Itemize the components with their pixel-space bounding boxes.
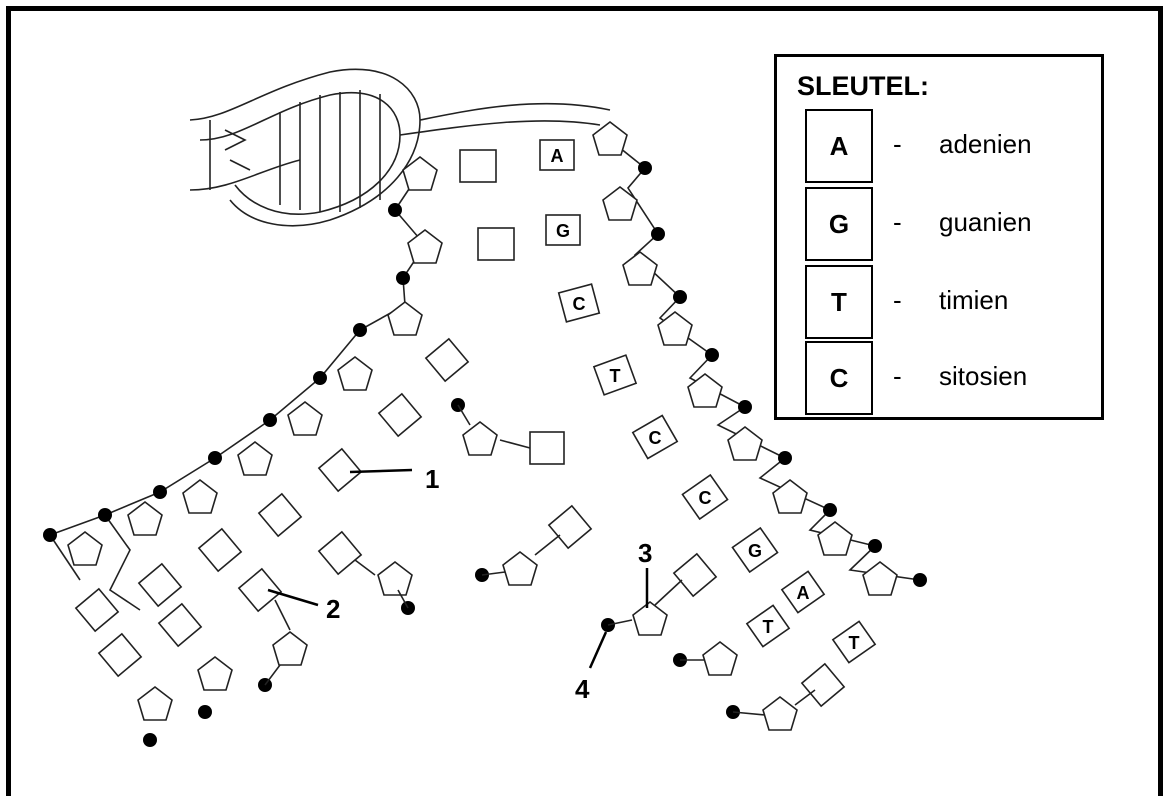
free-nucleotide-links (264, 404, 816, 716)
key-letter-box: G (805, 187, 873, 261)
key-base-name: sitosien (939, 361, 1028, 391)
base-g-2: G (731, 526, 779, 574)
svg-text:T: T (610, 366, 621, 386)
label-2: 2 (326, 594, 340, 624)
label-3: 3 (638, 538, 652, 568)
double-helix (189, 68, 611, 227)
base-t-1: T (592, 354, 638, 396)
base-c-1: C (557, 283, 601, 323)
key-letter-box: A (805, 109, 873, 183)
pointer-lines (267, 468, 649, 669)
key-dash: - (893, 285, 902, 315)
key-base-name: timien (939, 285, 1009, 315)
key-row-adenine: A - adenien (805, 109, 1095, 183)
key-base-name: adenien (939, 129, 1032, 159)
key-row-thymine: T - timien (805, 265, 1095, 339)
base-a-2: A (780, 570, 826, 614)
base-g-1: G (545, 214, 581, 246)
svg-text:T: T (849, 633, 860, 653)
svg-text:C: C (649, 428, 662, 448)
labeled-bases: A G C T C C G A T T (539, 139, 877, 664)
svg-text:C: C (573, 294, 586, 314)
svg-text:T: T (763, 617, 774, 637)
base-c-3: C (681, 473, 729, 521)
svg-text:G: G (748, 541, 762, 561)
svg-text:A: A (797, 583, 810, 603)
key-dash: - (893, 207, 902, 237)
key-dash: - (893, 361, 902, 391)
key-legend: SLEUTEL: A - adenien G - guanien T - tim… (774, 54, 1104, 420)
svg-text:A: A (551, 146, 564, 166)
base-a-1: A (539, 139, 575, 171)
base-c-2: C (631, 414, 679, 460)
key-letter-box: T (805, 265, 873, 339)
label-1: 1 (425, 464, 439, 494)
base-t-2: T (745, 604, 791, 648)
key-title: SLEUTEL: (797, 71, 929, 101)
unlabeled-bases (74, 149, 846, 708)
phosphate-dots (43, 161, 927, 747)
key-row-guanine: G - guanien (805, 187, 1095, 261)
key-letter-box: C (805, 341, 873, 415)
svg-text:G: G (556, 221, 570, 241)
svg-text:C: C (699, 488, 712, 508)
label-4: 4 (575, 674, 590, 704)
key-dash: - (893, 129, 902, 159)
key-row-cytosine: C - sitosien (805, 341, 1095, 415)
key-base-name: guanien (939, 207, 1032, 237)
base-t-3: T (831, 620, 877, 664)
